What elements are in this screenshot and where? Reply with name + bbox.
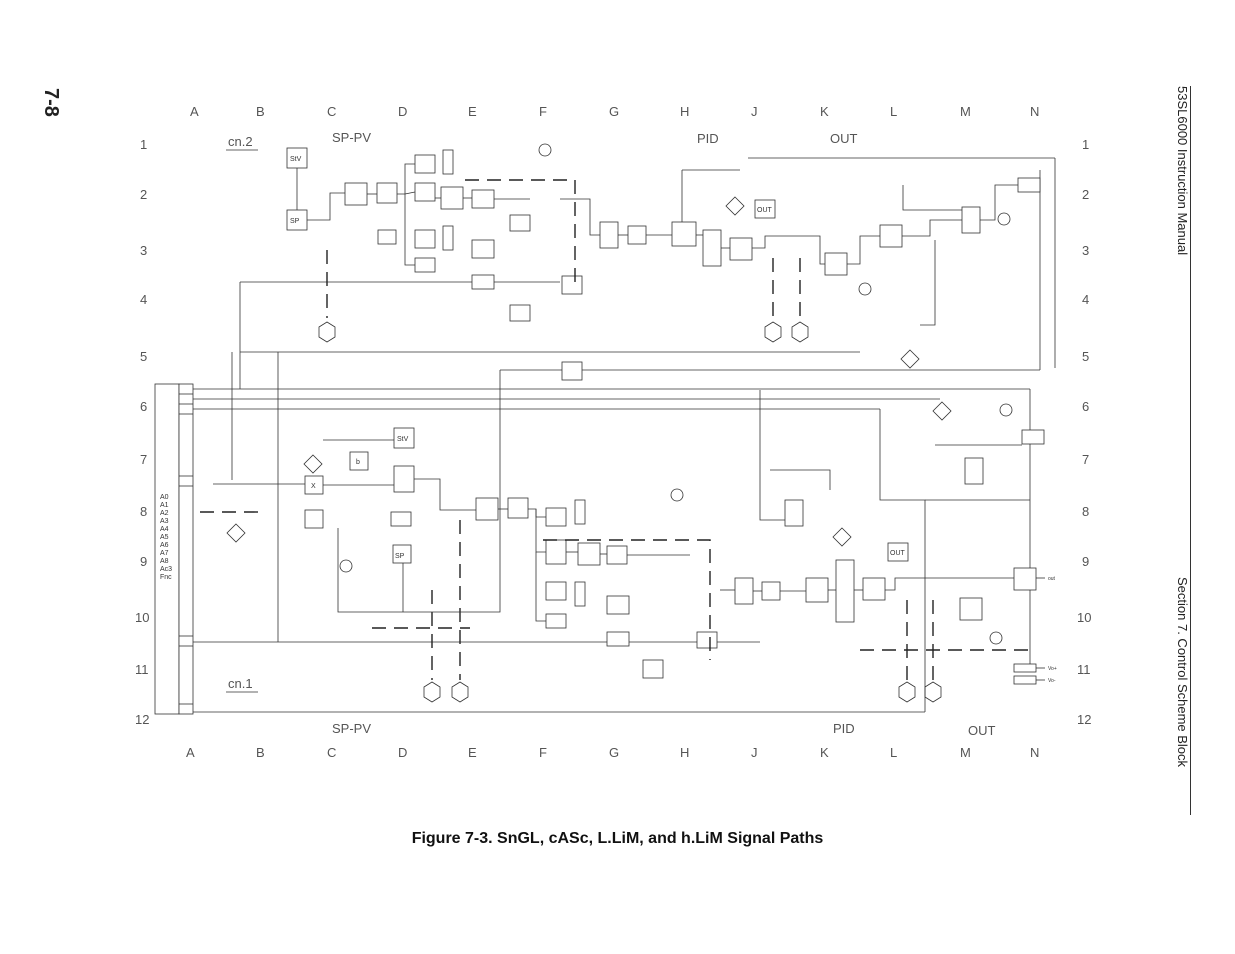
- section-bot-sp-pv: SP-PV: [332, 721, 371, 736]
- input-label: A3: [160, 518, 169, 525]
- row-label: 8: [140, 504, 147, 519]
- col-label: E: [468, 745, 477, 760]
- col-label: M: [960, 745, 971, 760]
- section-bot-pid: PID: [833, 721, 855, 736]
- row-label: 7: [140, 452, 147, 467]
- col-label: J: [751, 104, 758, 119]
- output-label: Vo+: [1048, 666, 1057, 672]
- section-cn2-label: cn.2: [228, 134, 253, 149]
- section-bot-out: OUT: [968, 723, 996, 738]
- row-label: 8: [1082, 504, 1089, 519]
- row-label: 1: [140, 137, 147, 152]
- row-label: 3: [1082, 243, 1089, 258]
- figure-caption: Figure 7-3. SnGL, cASc, L.LiM, and h.LiM…: [411, 830, 824, 847]
- svg-text:b: b: [356, 459, 360, 466]
- svg-text:SP: SP: [290, 218, 300, 225]
- col-label: B: [256, 104, 265, 119]
- b-block: [349, 451, 369, 471]
- input-label: A5: [160, 534, 169, 541]
- col-label: M: [960, 104, 971, 119]
- section-top-sp-pv: SP-PV: [332, 130, 371, 145]
- col-label: J: [751, 745, 758, 760]
- section-top-out: OUT: [830, 131, 858, 146]
- input-label: A7: [160, 550, 169, 557]
- row-label: 9: [140, 554, 147, 569]
- input-label: A4: [160, 526, 169, 533]
- row-label: 1: [1082, 137, 1089, 152]
- column-labels-bottom: A B C D E F G H J K L M N: [186, 745, 1039, 760]
- out-block-top: [754, 199, 776, 219]
- row-labels-right: 1 2 3 4 5 6 7 8 9 10 11 12: [1077, 137, 1091, 727]
- stv-block-bottom: [393, 427, 415, 449]
- col-label: K: [820, 104, 829, 119]
- col-label: C: [327, 745, 336, 760]
- input-label: Ac3: [160, 566, 172, 573]
- col-label: G: [609, 745, 619, 760]
- col-label: L: [890, 104, 897, 119]
- sp-block-bottom: [392, 544, 412, 564]
- row-label: 12: [135, 712, 149, 727]
- row-label: 5: [140, 349, 147, 364]
- row-labels-left: 1 2 3 4 5 6 7 8 9 10 11 12: [135, 137, 149, 727]
- input-label: A1: [160, 502, 169, 509]
- input-label: Fnc: [160, 574, 172, 581]
- row-label: 2: [1082, 187, 1089, 202]
- section-top-pid: PID: [697, 131, 719, 146]
- row-label: 4: [1082, 292, 1089, 307]
- dashed-boundaries: [200, 179, 1030, 680]
- input-label: A6: [160, 542, 169, 549]
- section-cn1-label: cn.1: [228, 676, 253, 691]
- col-label: G: [609, 104, 619, 119]
- input-label: A8: [160, 558, 169, 565]
- col-label: D: [398, 745, 407, 760]
- svg-text:SP: SP: [395, 553, 405, 560]
- row-label: 7: [1082, 452, 1089, 467]
- input-label: A0: [160, 494, 169, 501]
- signal-buses: [193, 158, 1056, 713]
- header-rule: [1190, 86, 1191, 815]
- col-label: B: [256, 745, 265, 760]
- input-label: A2: [160, 510, 169, 517]
- col-label: F: [539, 104, 547, 119]
- row-label: 5: [1082, 349, 1089, 364]
- col-label: A: [186, 745, 195, 760]
- col-label: H: [680, 104, 689, 119]
- row-label: 6: [1082, 399, 1089, 414]
- col-label: H: [680, 745, 689, 760]
- cn1-blocks: StV b X SP OUT: [304, 427, 1037, 685]
- column-labels-top: A B C D E F G H J K L M N: [190, 104, 1039, 119]
- row-label: 3: [140, 243, 147, 258]
- col-label: A: [190, 104, 199, 119]
- svg-text:OUT: OUT: [757, 207, 773, 214]
- svg-text:OUT: OUT: [890, 550, 906, 557]
- cn2-blocks: StV SP OUT: [286, 147, 1045, 485]
- col-label: C: [327, 104, 336, 119]
- input-terminal-block: A0 A1 A2 A3 A4 A5 A6 A7 A8 Ac3 Fnc: [154, 383, 194, 715]
- row-label: 11: [1077, 662, 1091, 677]
- col-label: N: [1030, 745, 1039, 760]
- col-label: E: [468, 104, 477, 119]
- col-label: K: [820, 745, 829, 760]
- row-label: 12: [1077, 712, 1091, 727]
- connecting-wires: [213, 157, 1055, 712]
- col-label: L: [890, 745, 897, 760]
- out-block-bottom: [887, 542, 909, 562]
- svg-text:StV: StV: [397, 436, 409, 443]
- markers: [226, 143, 1013, 703]
- svg-text:StV: StV: [290, 156, 302, 163]
- row-label: 10: [135, 610, 149, 625]
- col-label: N: [1030, 104, 1039, 119]
- svg-text:X: X: [311, 483, 316, 490]
- row-label: 9: [1082, 554, 1089, 569]
- col-label: D: [398, 104, 407, 119]
- row-label: 6: [140, 399, 147, 414]
- row-label: 4: [140, 292, 147, 307]
- output-label: Vo-: [1048, 678, 1056, 684]
- col-label: F: [539, 745, 547, 760]
- row-label: 10: [1077, 610, 1091, 625]
- row-label: 2: [140, 187, 147, 202]
- output-label: out: [1048, 576, 1056, 582]
- row-label: 11: [135, 662, 149, 677]
